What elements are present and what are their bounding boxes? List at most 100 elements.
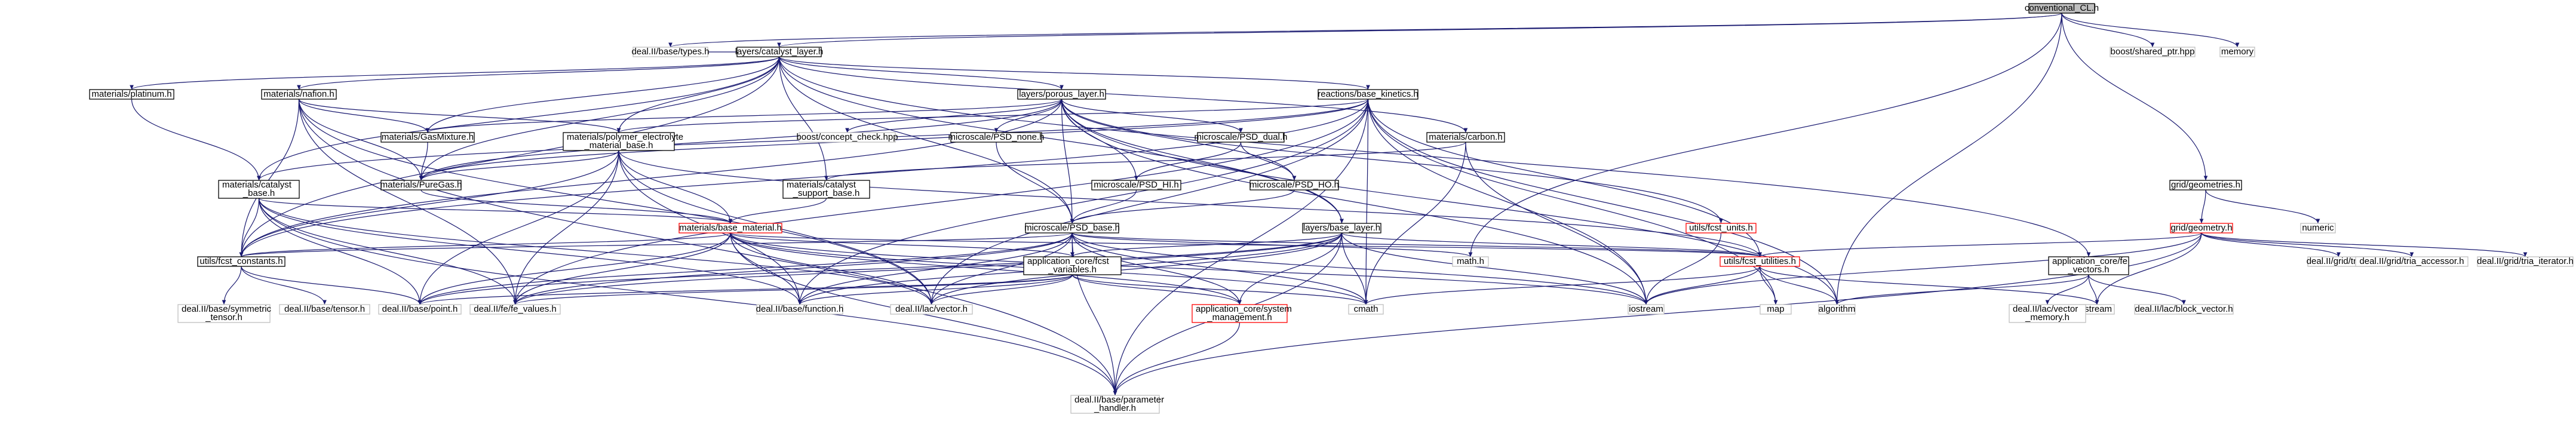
edge-geometry-to-tria	[2201, 232, 2341, 257]
node-label: deal.II/lac/vector.h	[895, 304, 968, 314]
node-label: _vectors.h	[2067, 265, 2109, 275]
node-psddual[interactable]: microscale/PSD_dual.h	[1195, 132, 1288, 143]
node-memory: memory	[2219, 47, 2255, 57]
node-platinum[interactable]: materials/platinum.h	[89, 89, 174, 100]
node-box	[469, 304, 561, 315]
edge-platinum-to-catbase	[131, 99, 261, 181]
node-label: math.h	[1457, 256, 1484, 266]
node-label: deal.II/lac/block_vector.h	[2135, 304, 2233, 314]
edge-reactions-to-polymer	[616, 99, 1369, 133]
node-label: algorithm	[1819, 304, 1856, 314]
edge-catsupport-to-basematerial	[728, 198, 827, 224]
edge-basematerial-to-vector	[730, 232, 934, 305]
node-box	[89, 89, 174, 100]
edge-baselayer-to-point	[417, 232, 1343, 305]
node-box	[678, 223, 782, 234]
node-fcstutil[interactable]: utils/fcst_utilities.h	[1720, 256, 1800, 267]
edge-psddual-to-psdho	[1240, 142, 1297, 181]
edge-catbase-to-vector	[258, 198, 934, 305]
node-geometries[interactable]: grid/geometries.h	[2169, 180, 2242, 191]
edge-porous-to-baselayer	[1061, 99, 1344, 224]
node-catsupport[interactable]: materials/catalyst_support_base.h	[782, 180, 870, 199]
edge-appfcst-to-point	[417, 274, 1073, 305]
edge-conventional-to-catlayer	[777, 13, 2062, 48]
node-carbon[interactable]: materials/carbon.h	[1426, 132, 1505, 143]
edge-geometry-to-triaacc	[2201, 232, 2414, 257]
edge-psdbase-to-fcstconst	[240, 232, 1073, 257]
edge-porous-to-psddual	[1061, 99, 1243, 133]
node-box	[378, 304, 462, 315]
node-basematerial[interactable]: materials/base_material.h	[678, 223, 782, 234]
node-box	[563, 132, 675, 151]
node-baselayer[interactable]: layers/base_layer.h	[1302, 223, 1381, 234]
node-box	[2169, 180, 2242, 191]
edge-psdbase-to-cmath	[1071, 232, 1368, 305]
node-appsys[interactable]: application_core/system_management.h	[1192, 304, 1292, 323]
node-fcstconst[interactable]: utils/fcst_constants.h	[197, 256, 285, 267]
node-blockvec: deal.II/lac/block_vector.h	[2134, 304, 2234, 315]
node-label: materials/GasMixture.h	[382, 132, 474, 142]
node-label: application_core/fcst	[1027, 256, 1110, 266]
node-label: materials/platinum.h	[91, 89, 171, 99]
node-appfcst[interactable]: application_core/fcst_variables.h	[1023, 256, 1122, 275]
edge-carbon-to-iostream	[1465, 142, 1648, 305]
node-polymer[interactable]: materials/polymer_electrolyte_material_b…	[563, 132, 683, 151]
node-box	[2477, 256, 2574, 267]
node-triaiter: deal.II/grid/tria_iterator.h	[2477, 256, 2574, 267]
edge-catlayer-to-psdbase	[778, 56, 1074, 224]
node-catlayer[interactable]: layers/catalyst_layer.h	[735, 47, 824, 57]
node-label: _material_base.h	[584, 140, 653, 150]
node-label: _tensor.h	[205, 312, 242, 322]
node-geometry[interactable]: grid/geometry.h	[2170, 223, 2233, 234]
edge-appfcst-to-fevalues	[513, 274, 1073, 305]
node-psdho[interactable]: microscale/PSD_HO.h	[1249, 180, 1339, 191]
edge-reactions-to-map	[1367, 99, 1778, 305]
node-label: utils/fcst_utilities.h	[1724, 256, 1796, 266]
node-label: _memory.h	[2025, 312, 2070, 322]
edge-psdbase-to-mathh	[1071, 232, 1473, 257]
edge-reactions-to-fcstconst	[239, 99, 1369, 257]
node-fevectors[interactable]: application_core/fe_vectors.h	[2048, 256, 2129, 275]
node-psdbase[interactable]: microscale/PSD_base.h	[1024, 223, 1120, 234]
node-puregas[interactable]: materials/PureGas.h	[380, 180, 462, 191]
edge-catbase-to-fcstconst	[239, 198, 260, 257]
node-gasmix[interactable]: materials/GasMixture.h	[380, 132, 475, 143]
node-symtensor: deal.II/base/symmetric_tensor.h	[177, 304, 272, 323]
edge-psdhi-to-psdbase	[1070, 189, 1137, 224]
node-nafion[interactable]: materials/nafion.h	[261, 89, 337, 100]
node-box	[2170, 223, 2233, 234]
node-box	[1318, 89, 1419, 100]
node-box	[380, 180, 462, 191]
node-label: memory	[2221, 47, 2254, 57]
edge-porous-to-fcstconst	[239, 99, 1063, 257]
node-mathh: math.h	[1452, 256, 1489, 267]
node-label: _management.h	[1206, 312, 1272, 322]
edge-conventional-to-sharedptr	[2061, 13, 2155, 48]
node-label: deal.II/base/tensor.h	[284, 304, 365, 314]
node-reactions[interactable]: reactions/base_kinetics.h	[1318, 89, 1419, 100]
node-box	[1426, 132, 1505, 143]
node-conventional[interactable]: conventional_CL.h	[2025, 3, 2099, 14]
node-psdnone[interactable]: microscale/PSD_none.h	[948, 132, 1045, 143]
node-box	[2219, 47, 2255, 57]
node-fcstunits[interactable]: utils/fcst_units.h	[1685, 223, 1757, 234]
node-porous[interactable]: layers/porous_layer.h	[1017, 89, 1106, 100]
node-algorithm: algorithm	[1818, 304, 1856, 315]
edge-catlayer-to-fevectors	[778, 56, 2091, 257]
node-box	[197, 256, 285, 267]
node-psdhi[interactable]: microscale/PSD_HI.h	[1091, 180, 1181, 191]
node-label: _base.h	[242, 188, 275, 198]
node-label: deal.II/grid/tria_iterator.h	[2477, 256, 2574, 266]
node-sharedptr: boost/shared_ptr.hpp	[2110, 47, 2196, 57]
edge-polymer-to-point	[417, 150, 619, 305]
edge-reactions-to-cmath	[1364, 99, 1369, 305]
node-box	[1017, 89, 1106, 100]
node-box	[1025, 223, 1119, 234]
edge-porous-to-puregas	[419, 99, 1063, 181]
edge-fevectors-to-vecmem	[2045, 274, 2089, 305]
edge-psdho-to-psdbase	[1070, 189, 1295, 224]
node-label: grid/geometries.h	[2171, 180, 2240, 190]
node-catbase[interactable]: materials/catalyst_base.h	[218, 180, 300, 199]
node-triaacc: deal.II/grid/tria_accessor.h	[2355, 256, 2468, 267]
